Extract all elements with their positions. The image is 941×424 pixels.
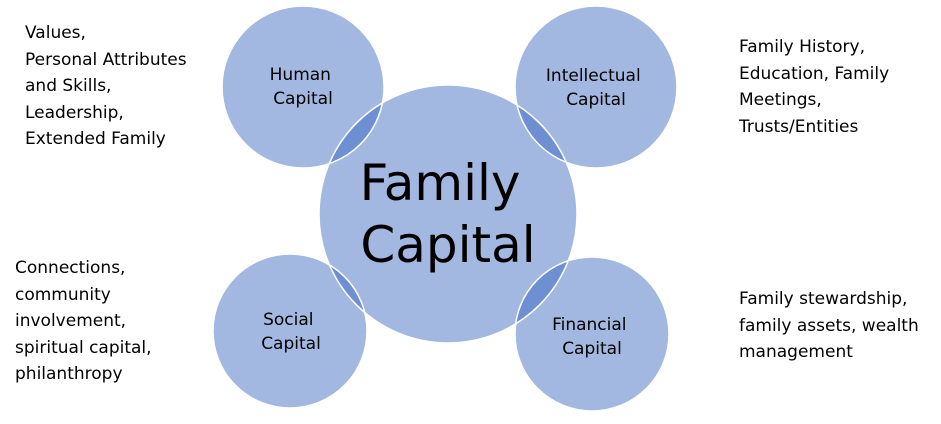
note-line: family assets, wealth: [739, 315, 919, 336]
human-capital-notes: Values, Personal Attributes and Skills, …: [25, 20, 187, 153]
human-capital-label: Human Capital: [270, 65, 337, 109]
note-line: spiritual capital,: [15, 337, 152, 358]
note-line: Personal Attributes: [25, 49, 187, 70]
note-line: Family History,: [739, 37, 865, 57]
social-capital-label: Social Capital: [261, 310, 321, 354]
social-capital-notes: Connections, community involvement, spir…: [15, 255, 152, 388]
note-line: Leadership,: [25, 102, 124, 123]
intellectual-capital-notes: Family History, Education, Family Meetin…: [739, 34, 889, 140]
social-capital-label-line: Capital: [261, 334, 321, 354]
circle-outlines: [212, 5, 678, 412]
intellectual-capital-circle: [515, 6, 677, 168]
family-capital-title-line: Family: [360, 154, 521, 212]
family-capital-title-line: Capital: [360, 216, 535, 274]
financial-capital-label-line: Capital: [562, 339, 622, 359]
note-line: community: [15, 284, 111, 305]
intellectual-capital-label-line: Intellectual: [546, 66, 641, 86]
financial-capital-notes: Family stewardship, family assets, wealt…: [739, 286, 919, 366]
note-line: management: [739, 342, 853, 362]
human-capital-circle: [222, 6, 384, 168]
human-capital-label-line: Human: [270, 65, 331, 85]
family-capital-center-circle: [319, 85, 577, 343]
note-line: Meetings,: [739, 90, 822, 110]
note-line: Extended Family: [25, 129, 166, 149]
family-capital-title: Family Capital: [360, 154, 537, 274]
note-line: Connections,: [15, 258, 126, 278]
note-line: Education, Family: [739, 63, 890, 84]
note-line: Values,: [25, 23, 86, 43]
human-capital-label-line: Capital: [273, 89, 333, 109]
social-capital-label-line: Social: [263, 310, 313, 330]
note-line: and Skills,: [25, 76, 112, 96]
intellectual-capital-label-line: Capital: [566, 90, 626, 110]
note-line: involvement,: [15, 311, 127, 331]
financial-capital-label: Financial Capital: [552, 315, 632, 359]
social-capital-circle: [213, 254, 367, 408]
financial-capital-circle: [515, 257, 669, 411]
note-line: Trusts/Entities: [739, 116, 859, 137]
financial-capital-label-line: Financial: [552, 315, 626, 335]
note-line: philanthropy: [15, 364, 123, 384]
intellectual-capital-label: Intellectual Capital: [546, 66, 646, 110]
note-line: Family stewardship,: [739, 289, 908, 309]
